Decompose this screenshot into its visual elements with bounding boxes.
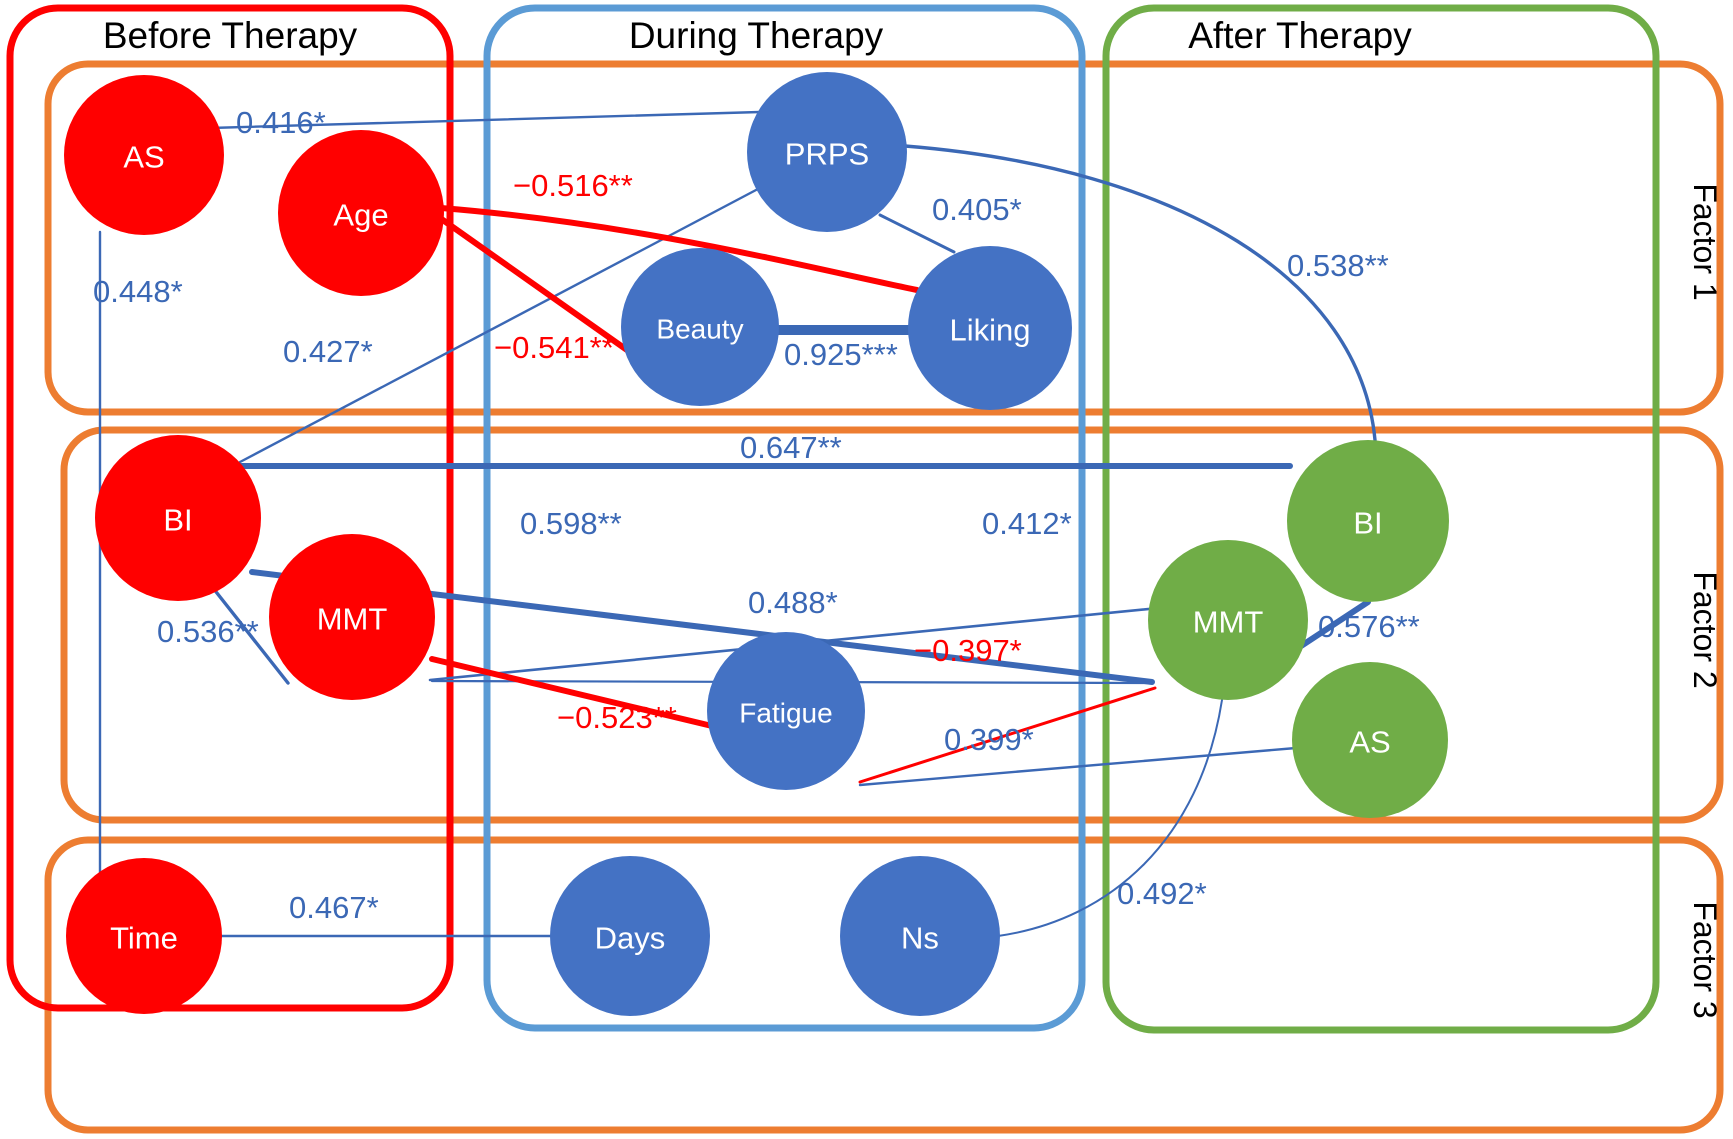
node-beauty[interactable]: Beauty (621, 248, 779, 406)
edge-label-e_mmt_bi_right: 0.576** (1318, 609, 1420, 644)
edge-line-e_prps_liking (878, 213, 956, 254)
node-circle[interactable] (95, 435, 261, 601)
edge-label-e_bi_prps: 0.427* (283, 334, 373, 369)
node-circle[interactable] (840, 856, 1000, 1016)
node-liking[interactable]: Liking (908, 246, 1072, 410)
edge-line-e_fatigue_mmt (858, 686, 1157, 784)
node-mmt-before[interactable]: MMT (269, 534, 435, 700)
edge-line-e_mmt_bi_after (428, 593, 1292, 682)
node-label: AS (123, 140, 164, 175)
factor-frames (44, 60, 1724, 1134)
edge-line-e_bi_prps (238, 178, 777, 464)
edge-label-e_time_days: 0.467* (289, 890, 379, 925)
phase-frame-before (6, 4, 454, 1012)
edge-label-e_as_prps: 0.416* (236, 105, 326, 140)
edge-line-e_prps_bi_after (903, 144, 1377, 442)
phase-frames (6, 4, 1660, 1034)
edge-labels: 0.416* 0.448* 0.427* −0.516** −0.541** 0… (93, 105, 1420, 925)
edge-label-e_as_bi_before: 0.448* (93, 274, 183, 309)
edge-label-e_prps_bi_after: 0.538** (1287, 248, 1389, 283)
edge-line-e_fatigue_as (858, 746, 1298, 787)
edge-label-e_mmt_bi_after: 0.412* (982, 506, 1072, 541)
phase-frame-after (1102, 4, 1660, 1034)
node-fatigue[interactable]: Fatigue (707, 632, 865, 790)
phase-frame-during (483, 4, 1086, 1032)
node-circle[interactable] (707, 632, 865, 790)
factor-frame-1 (44, 60, 1724, 416)
node-as-after[interactable]: AS (1292, 662, 1448, 818)
group-title-during: During Therapy (629, 15, 884, 56)
node-ns[interactable]: Ns (840, 856, 1000, 1016)
node-label: Fatigue (739, 698, 832, 729)
factor-label-1: Factor 1 (1687, 183, 1723, 300)
edge-label-e_prps_liking: 0.405* (932, 192, 1022, 227)
edge-label-e_ns_mmt_after: 0.492* (1117, 876, 1207, 911)
node-circle[interactable] (747, 72, 907, 232)
node-age[interactable]: Age (278, 130, 444, 296)
node-circle[interactable] (64, 75, 224, 235)
factor-label-3: Factor 3 (1687, 901, 1723, 1018)
node-circle[interactable] (1148, 540, 1308, 700)
group-title-after: After Therapy (1188, 15, 1412, 56)
node-prps[interactable]: PRPS (747, 72, 907, 232)
node-bi-before[interactable]: BI (95, 435, 261, 601)
node-circle[interactable] (269, 534, 435, 700)
factor-label-2: Factor 2 (1687, 571, 1723, 688)
group-title-before: Before Therapy (103, 15, 358, 56)
edge-label-e_bi_mmt_after: 0.598** (520, 506, 622, 541)
edge-label-e_bi_mmt_before: 0.536** (157, 614, 259, 649)
node-circle[interactable] (1292, 662, 1448, 818)
factor-frame-2 (60, 426, 1724, 824)
edge-label-e_mmt_mmt: 0.488* (748, 585, 838, 620)
edge-line-e_age_liking (438, 205, 920, 293)
node-label: MMT (1193, 605, 1264, 640)
node-as-before[interactable]: AS (64, 75, 224, 235)
edge-label-e_fatigue_mmt: −0.397* (914, 633, 1022, 668)
edge-line-e_age_beauty (437, 215, 630, 353)
node-label: Liking (950, 313, 1031, 348)
node-label: Ns (901, 921, 939, 956)
edge-label-e_bi_bi: 0.647** (740, 430, 842, 465)
edge-line-e_bi_mmt_before (211, 586, 290, 685)
node-label: Beauty (656, 314, 743, 345)
factor-frame-3 (44, 836, 1724, 1134)
node-label: PRPS (785, 137, 869, 172)
node-label: AS (1349, 725, 1390, 760)
node-days[interactable]: Days (550, 856, 710, 1016)
edge-label-e_beauty_liking: 0.925*** (784, 337, 898, 372)
edge-line-e_mmt_fatigue (429, 656, 715, 729)
edge-label-e_age_liking: −0.516** (513, 168, 633, 203)
node-time[interactable]: Time (66, 858, 222, 1014)
node-circle[interactable] (66, 858, 222, 1014)
node-circle[interactable] (278, 130, 444, 296)
edge-label-e_mmt_fatigue: −0.523** (557, 700, 677, 735)
node-label: BI (1353, 506, 1382, 541)
edge-line-e_as_prps (208, 110, 762, 130)
node-label: Time (110, 921, 178, 956)
edge-line-e_ns_mmt_after (997, 699, 1223, 937)
node-circle[interactable] (550, 856, 710, 1016)
edge-label-e_fatigue_as: 0.399* (944, 722, 1034, 757)
edge-label-e_age_beauty: −0.541** (494, 330, 614, 365)
node-label: Days (595, 921, 666, 956)
node-circle[interactable] (908, 246, 1072, 410)
node-mmt-after[interactable]: MMT (1148, 540, 1308, 700)
node-label: MMT (317, 602, 388, 637)
node-bi-after[interactable]: BI (1287, 440, 1449, 602)
node-label: BI (163, 503, 192, 538)
node-label: Age (333, 198, 388, 233)
node-circle[interactable] (1287, 440, 1449, 602)
edge-line-e_mmt_bi_right (1289, 599, 1371, 655)
node-circle[interactable] (621, 248, 779, 406)
nodes: AS Age PRPS Beauty Liking BI (64, 72, 1449, 1016)
